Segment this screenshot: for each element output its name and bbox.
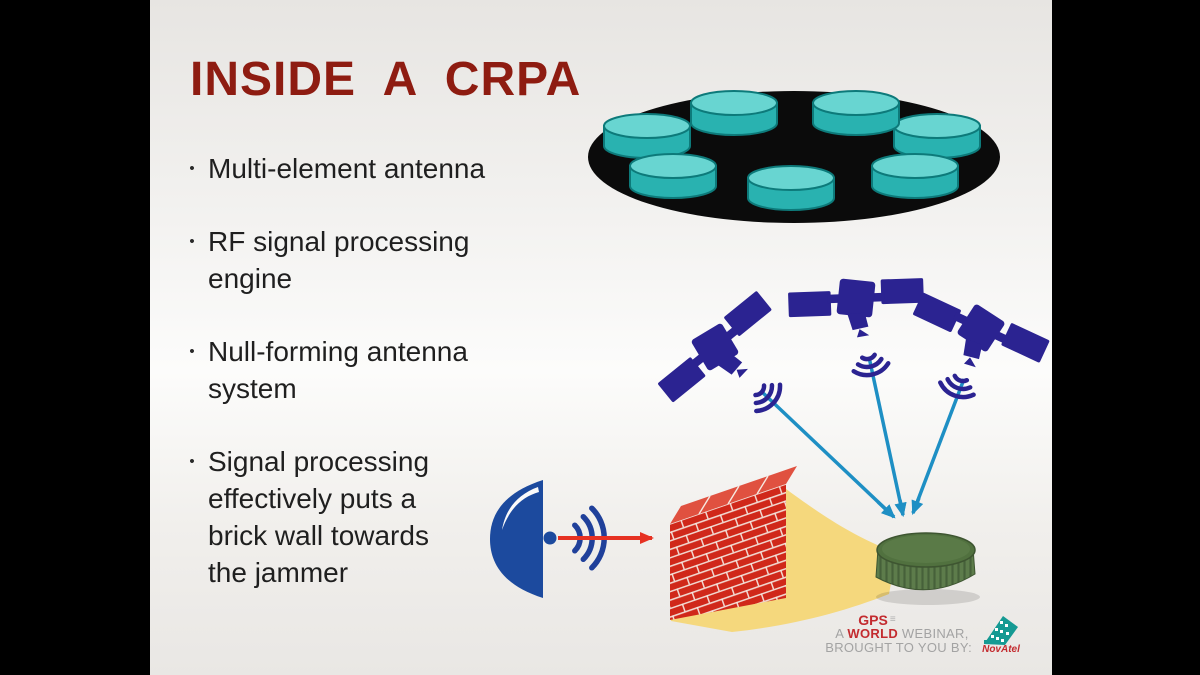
dish-highlight [502, 487, 539, 530]
bullet-item-brick-wall: • Signal processing effectively puts a b… [176, 443, 536, 591]
brick-wall-graphic [670, 466, 797, 620]
bullet-marker: • [189, 233, 195, 250]
satellite-signal-lines [760, 356, 966, 519]
converging-arrow-tips [876, 497, 924, 519]
satellite-wave-icon [938, 372, 978, 402]
antenna-element-icon [603, 113, 691, 159]
satellite-icon [901, 285, 1052, 391]
footer-text-block: GPS≡ A WORLD WEBINAR, BROUGHT TO YOU BY: [825, 613, 972, 655]
antenna-element-icon [893, 113, 981, 159]
antenna-shadow [876, 589, 980, 605]
gps-satellites [650, 266, 1052, 426]
webinar-line: A WORLD WEBINAR, [835, 626, 969, 641]
bullet-text: Signal processing effectively puts a bri… [208, 446, 430, 588]
bullet-text: Null-forming antenna system [208, 336, 468, 404]
bullet-list: • Multi-element antenna • RF signal proc… [176, 150, 536, 627]
gps-world-logo: GPS≡ [858, 613, 972, 627]
slide-title: INSIDE A CRPA [190, 53, 582, 106]
satellite-wave-icon [851, 352, 890, 378]
presentation-slide: INSIDE A CRPA • Multi-element antenna • … [150, 0, 1052, 675]
bullet-item-multi-element: • Multi-element antenna [176, 150, 536, 187]
letterbox-left [0, 0, 150, 675]
antenna-array-graphic [588, 90, 1000, 223]
wall-front-face [670, 484, 786, 620]
antenna-element-icon [690, 90, 778, 136]
bullet-item-rf-engine: • RF signal processing engine [176, 223, 536, 297]
jammer-dish-icon [490, 480, 543, 598]
gps-logo-marks: ≡ [889, 614, 896, 625]
antenna-element-icon [871, 153, 959, 199]
bullet-item-null-forming: • Null-forming antenna system [176, 333, 536, 407]
crpa-diagram [490, 90, 1052, 632]
signal-line [911, 378, 966, 515]
dish-feed-dot [543, 531, 557, 545]
satellite-icon [784, 266, 931, 350]
signal-line [867, 356, 907, 517]
signal-line [760, 390, 896, 519]
world-logo-text: WORLD [847, 626, 899, 641]
gps-logo-text: GPS [858, 612, 888, 628]
antenna-element-icon [812, 90, 900, 136]
antenna-top-face [882, 535, 970, 563]
bullet-marker: • [189, 343, 195, 360]
novatel-wordmark: NovAtel [982, 644, 1020, 655]
bullet-text: RF signal processing engine [208, 226, 470, 294]
webinar-footer-logo: GPS≡ A WORLD WEBINAR, BROUGHT TO YOU BY: [825, 613, 1024, 655]
bullet-marker: • [189, 160, 195, 177]
jammer-graphic [490, 480, 654, 598]
bullet-marker: • [189, 453, 195, 470]
wall-top-mortar [698, 475, 769, 515]
bullet-text: Multi-element antenna [208, 153, 486, 184]
brought-by-line: BROUGHT TO YOU BY: [825, 640, 972, 655]
crpa-antenna-graphic [875, 532, 980, 605]
antenna-element-icon [747, 165, 835, 211]
novatel-logo: NovAtel [978, 614, 1024, 655]
antenna-element-icon [629, 153, 717, 199]
letterbox-right [1052, 0, 1200, 675]
novatel-mark-icon [984, 616, 1018, 645]
